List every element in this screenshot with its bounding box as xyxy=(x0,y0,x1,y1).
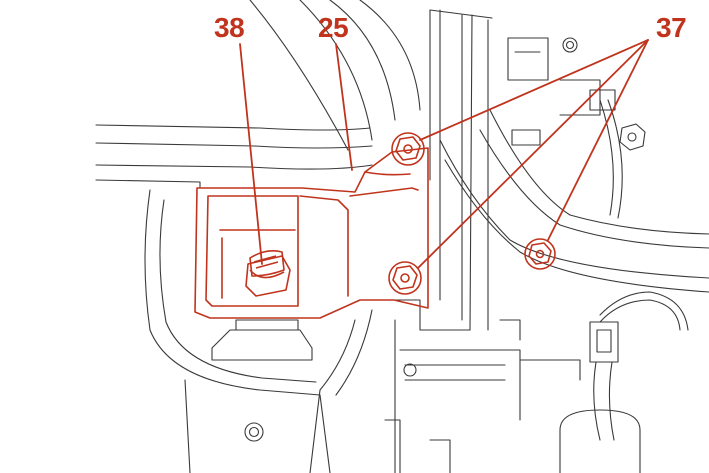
stud-38 xyxy=(245,250,291,297)
callout-37-label: 37 xyxy=(656,12,687,43)
bolt-37-middle xyxy=(388,261,422,295)
bracket-outline xyxy=(194,147,429,319)
leader-37-middle xyxy=(417,39,649,269)
callout-25-label: 25 xyxy=(318,12,349,43)
leader-37-right xyxy=(547,39,649,241)
leader-25 xyxy=(335,43,353,171)
leader-37-upper xyxy=(419,39,649,141)
background-structure xyxy=(95,0,709,473)
leader-lines xyxy=(239,39,649,269)
bolt-37-right xyxy=(524,238,556,270)
bolt-37-upper xyxy=(391,132,425,166)
callout-38-label: 38 xyxy=(214,12,245,43)
leader-38 xyxy=(239,43,263,265)
